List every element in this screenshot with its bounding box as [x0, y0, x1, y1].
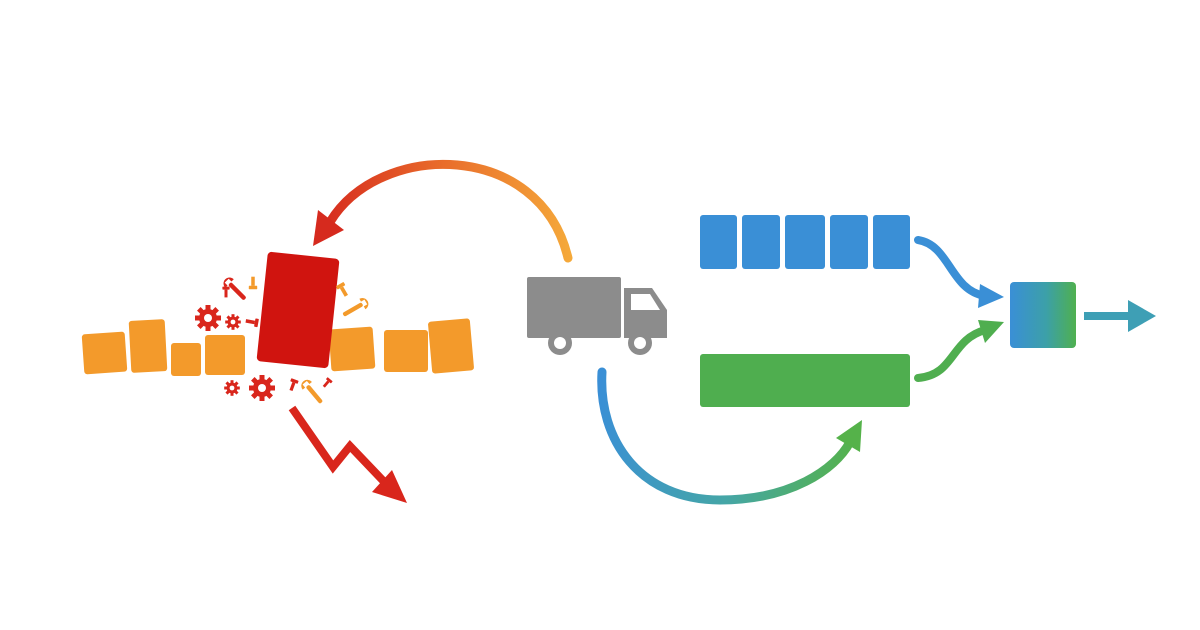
screw-icon — [335, 281, 351, 299]
truck-icon — [527, 277, 667, 355]
screw-icon — [245, 316, 259, 328]
queue-block — [830, 215, 868, 269]
gear-icon — [195, 305, 221, 331]
downturn-arrow — [288, 405, 407, 503]
arrow-truck-to-green-lane — [597, 367, 862, 505]
gear-icon — [225, 314, 241, 330]
screw-icon — [321, 377, 333, 389]
merge-node — [1010, 282, 1076, 348]
screw-icon — [248, 276, 258, 290]
gear-icon — [249, 375, 275, 401]
green-lane — [700, 354, 910, 407]
queue-block — [785, 215, 825, 269]
orange-block — [328, 326, 376, 372]
gear-icon — [224, 380, 240, 396]
queue-block — [700, 215, 737, 269]
wrench-icon — [340, 295, 371, 321]
orange-block — [428, 318, 474, 374]
jammed-red-block — [256, 251, 340, 369]
orange-block — [171, 343, 201, 376]
blue-queue — [700, 215, 910, 269]
orange-block — [128, 319, 168, 373]
wrench-icon — [298, 377, 327, 407]
arrow-green-to-merge — [914, 320, 1004, 382]
orange-block — [205, 335, 245, 375]
arrow-blue-to-merge — [914, 236, 1004, 308]
queue-block — [742, 215, 780, 269]
screw-icon — [222, 286, 230, 298]
output-arrow — [1084, 300, 1156, 332]
arrow-truck-to-broken-line — [313, 159, 573, 263]
orange-block — [384, 330, 428, 372]
queue-block — [873, 215, 910, 269]
broken-assembly-line — [81, 251, 474, 376]
screw-icon — [287, 378, 299, 392]
orange-block — [81, 331, 128, 375]
